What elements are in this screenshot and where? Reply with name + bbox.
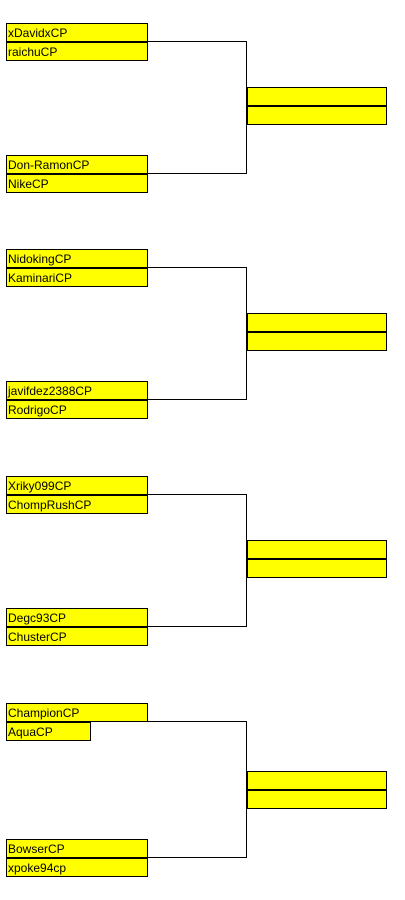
player-slot[interactable]: NidokingCP [6,249,148,268]
connector-line [146,721,247,722]
player-name: xpoke94cp [8,861,67,875]
player-slot[interactable]: ChampionCP [6,703,148,722]
result-slot[interactable] [247,559,387,578]
player-name: KaminariCP [8,271,73,285]
player-name: xDavidxCP [8,26,68,40]
player-slot[interactable]: Xriky099CP [6,476,148,495]
player-name: NikeCP [8,177,49,191]
player-slot[interactable]: BowserCP [6,839,148,858]
player-name: BowserCP [8,842,65,856]
result-slot[interactable] [247,313,387,332]
connector-line [246,494,247,627]
result-slot[interactable] [247,790,387,809]
player-name: ChompRushCP [8,498,92,512]
player-name: Degc93CP [8,611,67,625]
player-name: NidokingCP [8,252,72,266]
player-name: Don-RamonCP [8,158,90,172]
player-name: RodrigoCP [8,403,67,417]
player-slot[interactable]: Degc93CP [6,608,148,627]
connector-line [146,267,247,268]
connector-line [146,857,247,858]
result-slot[interactable] [247,540,387,559]
player-name: javifdez2388CP [8,384,93,398]
connector-line [146,399,247,400]
result-slot[interactable] [247,332,387,351]
player-slot[interactable]: ChompRushCP [6,495,148,514]
player-name: Xriky099CP [8,479,72,493]
result-slot[interactable] [247,87,387,106]
connector-line [246,267,247,400]
player-slot[interactable]: xDavidxCP [6,23,148,42]
player-slot[interactable]: RodrigoCP [6,400,148,419]
connector-line [246,721,247,858]
player-slot[interactable]: ChusterCP [6,627,148,646]
result-slot[interactable] [247,771,387,790]
connector-line [146,626,247,627]
player-slot[interactable]: Don-RamonCP [6,155,148,174]
connector-line [246,41,247,174]
connector-line [146,173,247,174]
player-slot[interactable]: raichuCP [6,42,148,61]
result-slot[interactable] [247,106,387,125]
connector-line [146,494,247,495]
player-name: raichuCP [8,45,58,59]
player-slot[interactable]: xpoke94cp [6,858,148,877]
player-slot[interactable]: NikeCP [6,174,148,193]
connector-line [146,41,247,42]
player-name: ChampionCP [8,706,80,720]
player-slot[interactable]: KaminariCP [6,268,148,287]
player-name: AquaCP [8,725,53,739]
player-slot[interactable]: javifdez2388CP [6,381,148,400]
player-name: ChusterCP [8,630,67,644]
player-slot[interactable]: AquaCP [6,722,91,741]
